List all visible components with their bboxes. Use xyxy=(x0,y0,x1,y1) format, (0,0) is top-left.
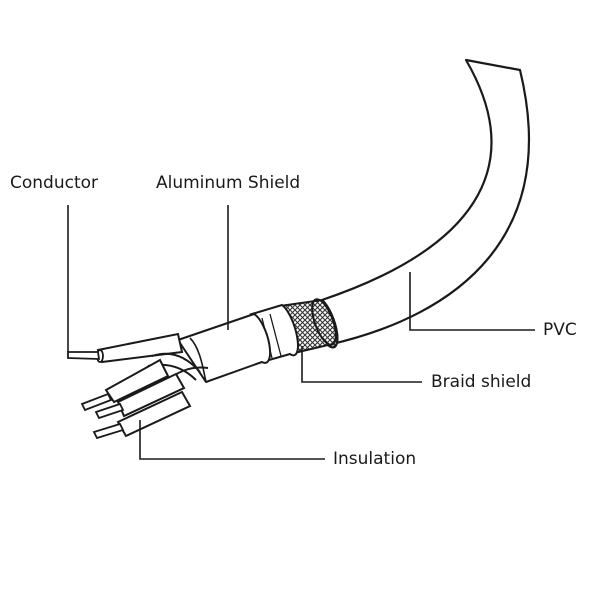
braid-leader xyxy=(301,346,422,383)
top-conductor xyxy=(67,351,101,360)
pvc-leader xyxy=(409,272,535,331)
top-insulated-wire xyxy=(96,332,184,364)
braid-shield-end xyxy=(311,298,337,346)
aluminum-shield-label: Aluminum Shield xyxy=(156,173,301,193)
insulation-leader xyxy=(139,420,325,460)
conductor-label: Conductor xyxy=(10,173,99,193)
insulated-wire-3 xyxy=(116,390,192,438)
insulated-wire-2 xyxy=(116,372,186,418)
aluminum-shield xyxy=(177,313,272,383)
insulated-wire-1 xyxy=(104,358,170,404)
braid-shield-label: Braid shield xyxy=(431,372,532,392)
insulation-label: Insulation xyxy=(333,449,417,469)
pvc-jacket xyxy=(320,58,530,349)
pvc-label: PVC xyxy=(543,320,577,340)
